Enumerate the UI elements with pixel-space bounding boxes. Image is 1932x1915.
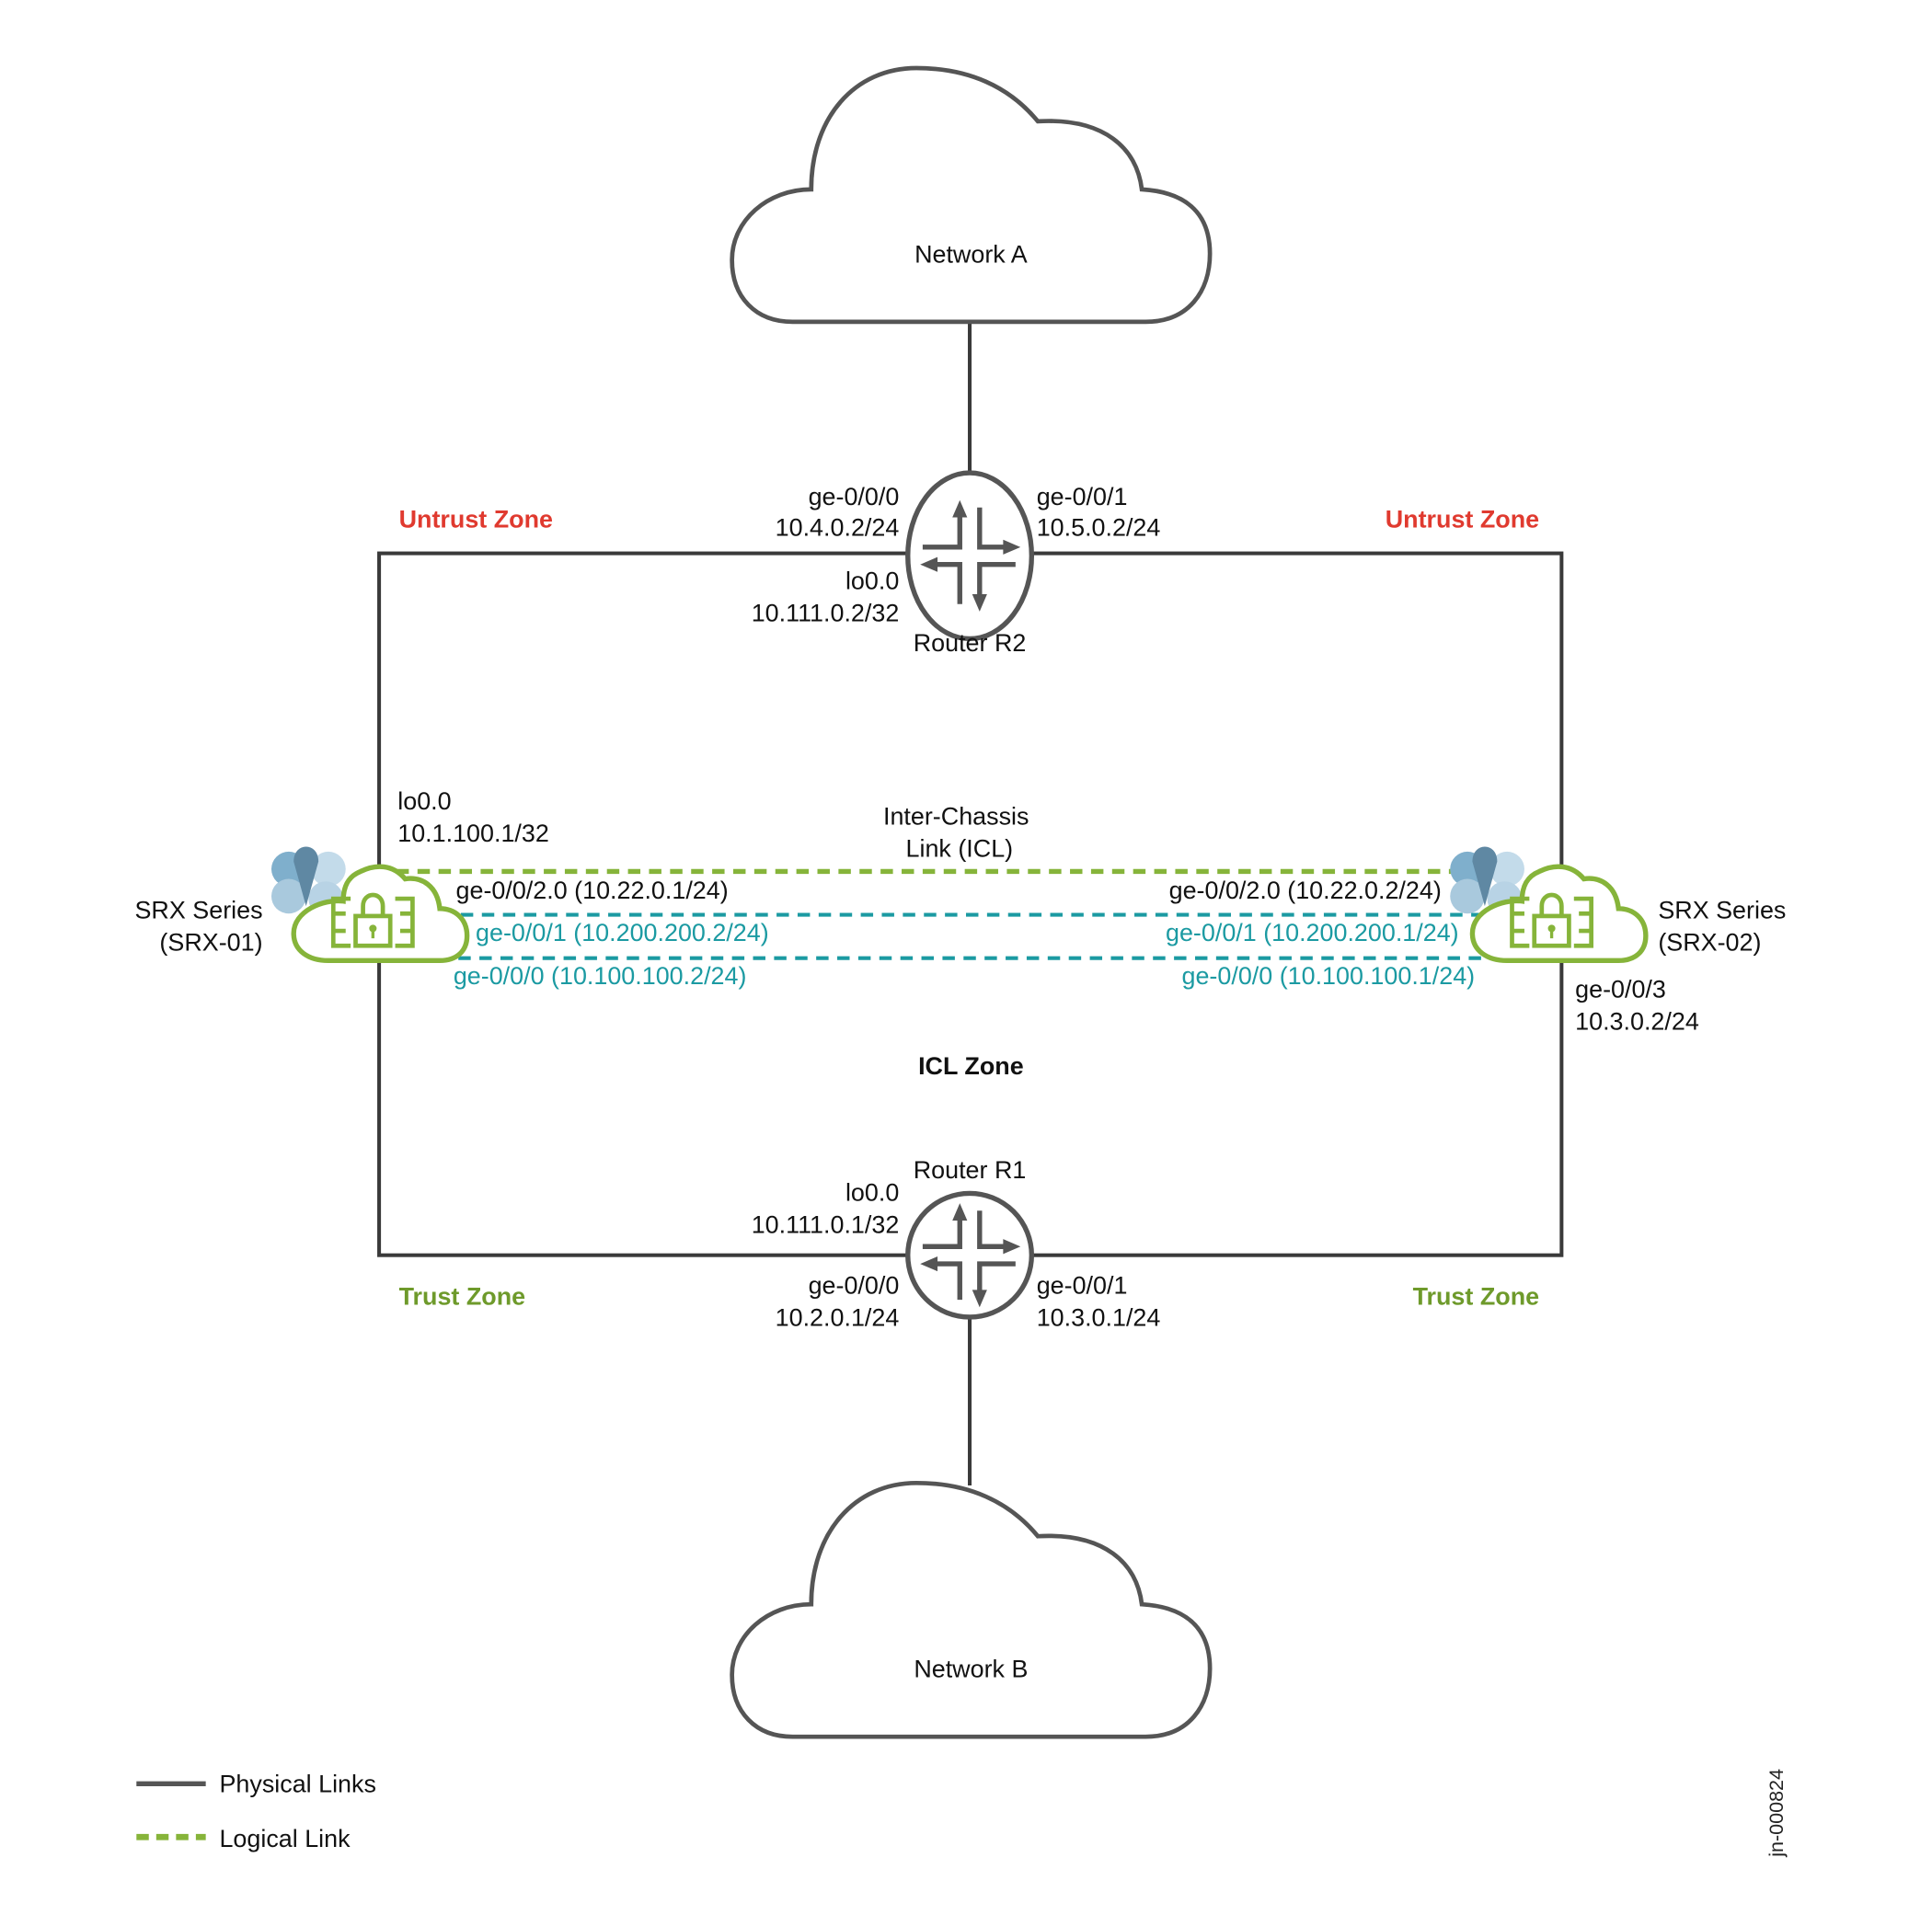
trust-zone-left: Trust Zone xyxy=(399,1283,526,1311)
r2-right-ip: 10.5.0.2/24 xyxy=(1037,514,1161,542)
srx-cloud-icon xyxy=(291,864,470,964)
srx01-lo-interface: lo0.0 xyxy=(397,787,451,815)
srx02-icl-interface: ge-0/0/2.0 (10.22.0.2/24) xyxy=(1169,877,1442,904)
untrust-zone-right: Untrust Zone xyxy=(1386,505,1539,533)
router-icon xyxy=(920,499,1021,612)
r1-lo-interface: lo0.0 xyxy=(845,1178,899,1206)
srx02-label-line1: SRX Series xyxy=(1658,897,1786,924)
router-r1-ring xyxy=(905,1190,1035,1320)
r2-right-interface: ge-0/0/1 xyxy=(1037,483,1128,510)
icl-label-line1: Inter-Chassis xyxy=(883,802,1029,830)
r1-right-ip: 10.3.0.1/24 xyxy=(1037,1303,1161,1331)
srx01-ge1: ge-0/0/1 (10.200.200.2/24) xyxy=(476,919,769,946)
network-a-label: Network A xyxy=(914,240,1028,268)
router-r1-label: Router R1 xyxy=(914,1156,1027,1184)
srx01-label-line1: SRX Series xyxy=(134,897,262,924)
cloud-bloom-icon xyxy=(270,846,346,916)
r2-lo-ip: 10.111.0.2/32 xyxy=(752,600,900,627)
document-id: jn-000824 xyxy=(1765,1769,1788,1858)
srx02-ge3-interface: ge-0/0/3 xyxy=(1575,976,1666,1003)
network-b-cloud: Network B xyxy=(730,1480,1213,1739)
srx01-icl-interface: ge-0/0/2.0 (10.22.0.1/24) xyxy=(456,877,729,904)
zone-boundary-links xyxy=(377,551,1564,1257)
srx02-ge3-ip: 10.3.0.2/24 xyxy=(1575,1008,1699,1036)
legend-physical-label: Physical Links xyxy=(219,1771,375,1798)
srx-01-device[interactable] xyxy=(270,846,470,964)
firewall-lock-icon xyxy=(330,892,415,948)
r2-left-ip: 10.4.0.2/24 xyxy=(776,514,900,542)
srx02-ge0: ge-0/0/0 (10.100.100.1/24) xyxy=(1181,962,1475,990)
network-a-cloud: Network A xyxy=(730,65,1213,325)
srx01-lo-ip: 10.1.100.1/32 xyxy=(397,820,549,847)
r2-left-interface: ge-0/0/0 xyxy=(809,483,900,510)
icl-zone-label: ICL Zone xyxy=(918,1052,1024,1080)
r2-lo-interface: lo0.0 xyxy=(845,568,899,595)
trust-zone-right: Trust Zone xyxy=(1413,1283,1540,1311)
router-r2-label: Router R2 xyxy=(914,629,1027,657)
router-r1[interactable] xyxy=(905,1190,1035,1320)
firewall-lock-icon xyxy=(1510,892,1593,948)
icl-label-line2: Link (ICL) xyxy=(906,834,1014,862)
legend-logical-label: Logical Link xyxy=(219,1825,351,1852)
untrust-zone-left: Untrust Zone xyxy=(399,505,553,533)
r1-left-ip: 10.2.0.1/24 xyxy=(776,1303,900,1331)
srx-cloud-icon xyxy=(1469,864,1649,964)
srx02-ge1: ge-0/0/1 (10.200.200.1/24) xyxy=(1166,919,1459,946)
router-r2[interactable] xyxy=(905,470,1035,642)
srx01-label-line2: (SRX-01) xyxy=(159,929,262,957)
srx-02-device[interactable] xyxy=(1450,846,1649,964)
srx01-ge0: ge-0/0/0 (10.100.100.2/24) xyxy=(454,962,747,990)
r1-left-interface: ge-0/0/0 xyxy=(809,1271,900,1299)
r1-right-interface: ge-0/0/1 xyxy=(1037,1271,1128,1299)
legend: Physical Links Logical Link xyxy=(136,1771,376,1852)
network-b-label: Network B xyxy=(914,1656,1028,1683)
router-icon xyxy=(920,1203,1021,1308)
srx02-label-line2: (SRX-02) xyxy=(1658,929,1761,957)
r1-lo-ip: 10.111.0.1/32 xyxy=(752,1210,900,1238)
router-r2-ring xyxy=(905,470,1035,642)
